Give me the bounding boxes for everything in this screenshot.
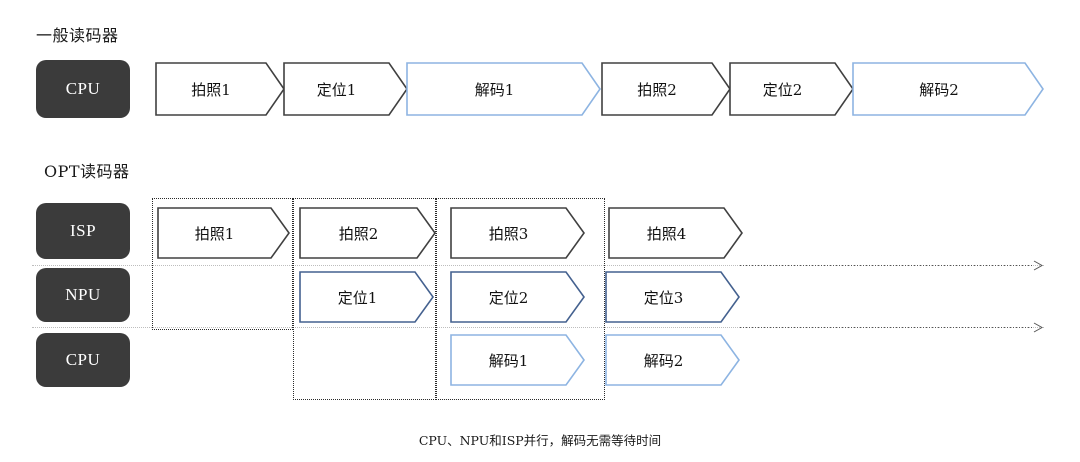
row-label-npu: NPU (36, 268, 130, 322)
timeline-arrow-npu (740, 322, 1044, 333)
row-separator-isp-npu (32, 265, 1044, 266)
row-label-cpu-opt: CPU (36, 333, 130, 387)
section-title-opt: OPT读码器 (44, 162, 130, 181)
block-isp-0[interactable]: 拍照1 (157, 207, 290, 259)
block-general-1[interactable]: 定位1 (283, 62, 408, 116)
row-separator-npu-cpu (32, 327, 1044, 328)
pipeline-group-2 (293, 198, 436, 400)
block-npu-2[interactable]: 定位3 (605, 271, 740, 323)
block-cpu-0[interactable]: 解码1 (450, 334, 585, 386)
block-npu-1[interactable]: 定位2 (450, 271, 585, 323)
block-isp-3[interactable]: 拍照4 (608, 207, 743, 259)
timeline-arrow-isp (740, 260, 1044, 271)
block-general-5[interactable]: 解码2 (852, 62, 1044, 116)
diagram-caption: CPU、NPU和ISP并行，解码无需等待时间 (418, 433, 662, 448)
block-general-2[interactable]: 解码1 (406, 62, 601, 116)
row-label-isp: ISP (36, 203, 130, 259)
block-cpu-1[interactable]: 解码2 (605, 334, 740, 386)
block-general-0[interactable]: 拍照1 (155, 62, 285, 116)
pipeline-group-1 (152, 198, 293, 330)
block-general-4[interactable]: 定位2 (729, 62, 854, 116)
block-npu-0[interactable]: 定位1 (299, 271, 434, 323)
block-isp-1[interactable]: 拍照2 (299, 207, 436, 259)
block-isp-2[interactable]: 拍照3 (450, 207, 585, 259)
section-title-general: 一般读码器 (36, 26, 119, 45)
pipeline-group-3 (436, 198, 605, 400)
block-general-3[interactable]: 拍照2 (601, 62, 731, 116)
row-label-cpu-general: CPU (36, 60, 130, 118)
